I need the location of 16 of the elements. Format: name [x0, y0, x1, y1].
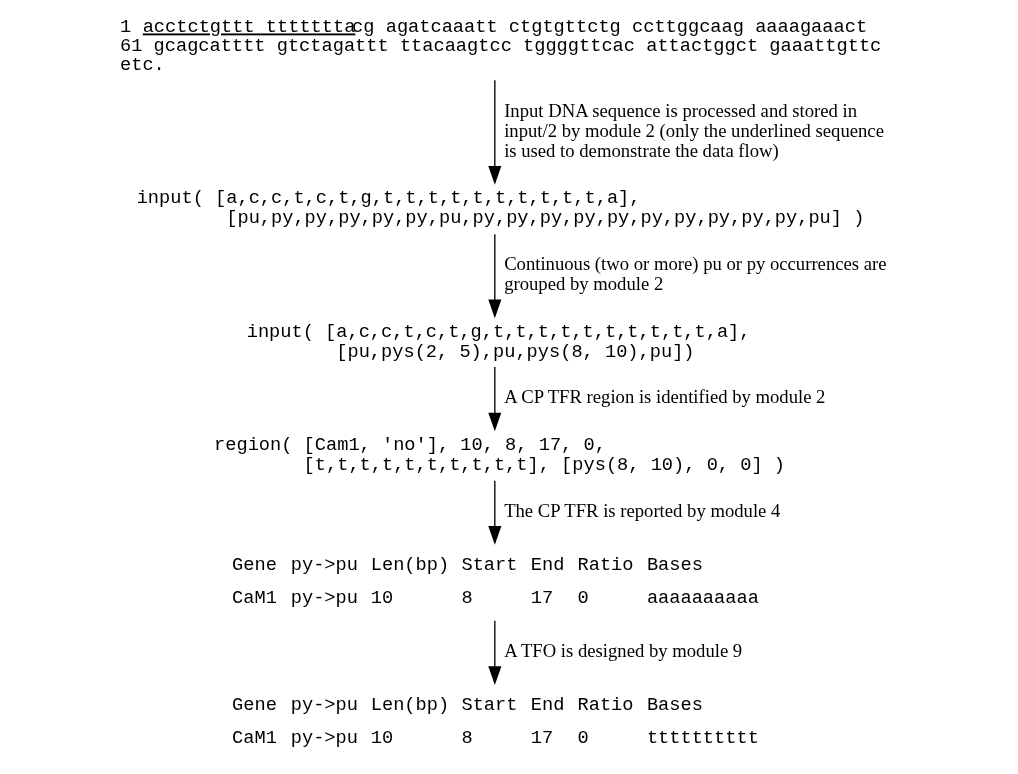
arrow	[487, 233, 501, 319]
edge-label: The CP TFR is reported by module 4	[503, 499, 780, 521]
arrow	[487, 79, 501, 185]
arrow	[487, 366, 501, 432]
node-text: input( [a,c,c,t,c,t,g,t,t,t,t,t,t,t,t,t,t,a], [pu,pys(2, 5),pu,pys(8, 10),pu])	[246, 320, 751, 363]
edge-label: A CP TFR region is identified by module 2	[503, 386, 825, 408]
node-text: region( [Cam1, 'no'], 10, 8, 17, 0, [t,t,t,t,t,t,t,t,t,t], [pys(8, 10), 0, 0] )	[213, 433, 785, 476]
arrow	[487, 619, 501, 685]
node-text: Gene py->pu Len(bp) Start End Ratio Bases CaM1 py->pu 10 8 17 0 aaaaaaaaaa	[231, 554, 759, 610]
node-text: 1 acctctgttt tttttttacg agatcaaatt ctgtgttctg ccttggcaag aaaagaaact 61 gcagcatttt gtctagattt ttacaagtcc tggggttcac attactggct gaaattgttc etc.	[119, 16, 881, 76]
arrow	[487, 480, 501, 545]
node-text: Gene py->pu Len(bp) Start End Ratio Bases CaM1 py->pu 10 8 17 0 tttttttttt	[231, 694, 759, 750]
edge-label: Input DNA sequence is processed and stored in input/2 by module 2 (only the underlined sequence is used to demonstrate the data flow)	[503, 99, 884, 161]
edge-label: Continuous (two or more) pu or py occurrences are grouped by module 2	[503, 252, 886, 294]
node-text: input( [a,c,c,t,c,t,g,t,t,t,t,t,t,t,t,t,t,a], [pu,py,py,py,py,py,pu,py,py,py,py,py,py,py,py,py,py,pu] )	[136, 187, 864, 230]
edge-label: A TFO is designed by module 9	[503, 639, 742, 661]
